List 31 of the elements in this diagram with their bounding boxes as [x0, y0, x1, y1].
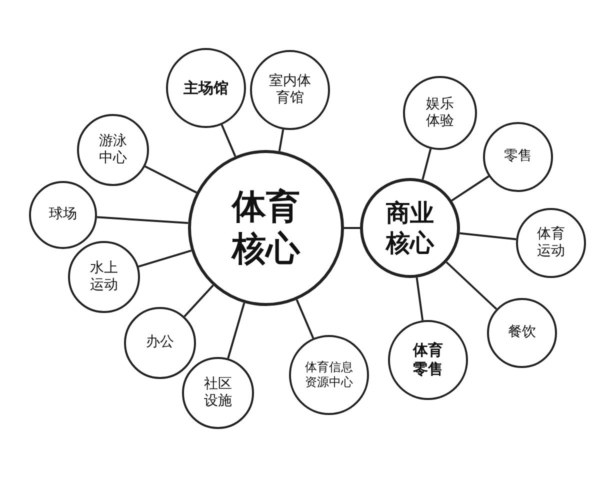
connector-line	[416, 277, 424, 320]
connector-line	[451, 175, 490, 202]
connector-line	[184, 284, 214, 318]
connector-line	[344, 227, 360, 229]
connector-line	[220, 124, 236, 157]
node-label: 水上运动	[89, 260, 119, 294]
node-label: 体育运动	[536, 226, 566, 260]
connector-line	[144, 165, 197, 194]
node-label: 室内体育馆	[268, 72, 312, 108]
connector-line	[96, 216, 188, 224]
connector-line	[460, 232, 516, 240]
node-label: 商业核心	[384, 198, 436, 258]
node-label: 零售	[503, 148, 533, 166]
circle-node	[124, 307, 196, 379]
node-label: 主场馆	[182, 78, 230, 98]
node-label: 娱乐体验	[425, 96, 455, 130]
connector-line	[422, 148, 432, 180]
connector-line	[446, 261, 498, 310]
connector-line	[138, 250, 192, 268]
connector-line	[227, 302, 246, 359]
node-label: 球场	[48, 206, 78, 224]
circle-node	[29, 181, 97, 249]
connector-line	[296, 299, 314, 339]
node-label: 餐饮	[507, 324, 537, 342]
node-label: 社区设施	[203, 376, 233, 410]
node-label: 游泳中心	[98, 132, 128, 168]
node-label: 体育信息资源中心	[304, 360, 354, 390]
connector-line	[278, 129, 284, 152]
node-label: 办公	[145, 334, 175, 352]
node-label: 体育零售	[412, 341, 444, 379]
node-label: 体育核心	[230, 186, 302, 270]
